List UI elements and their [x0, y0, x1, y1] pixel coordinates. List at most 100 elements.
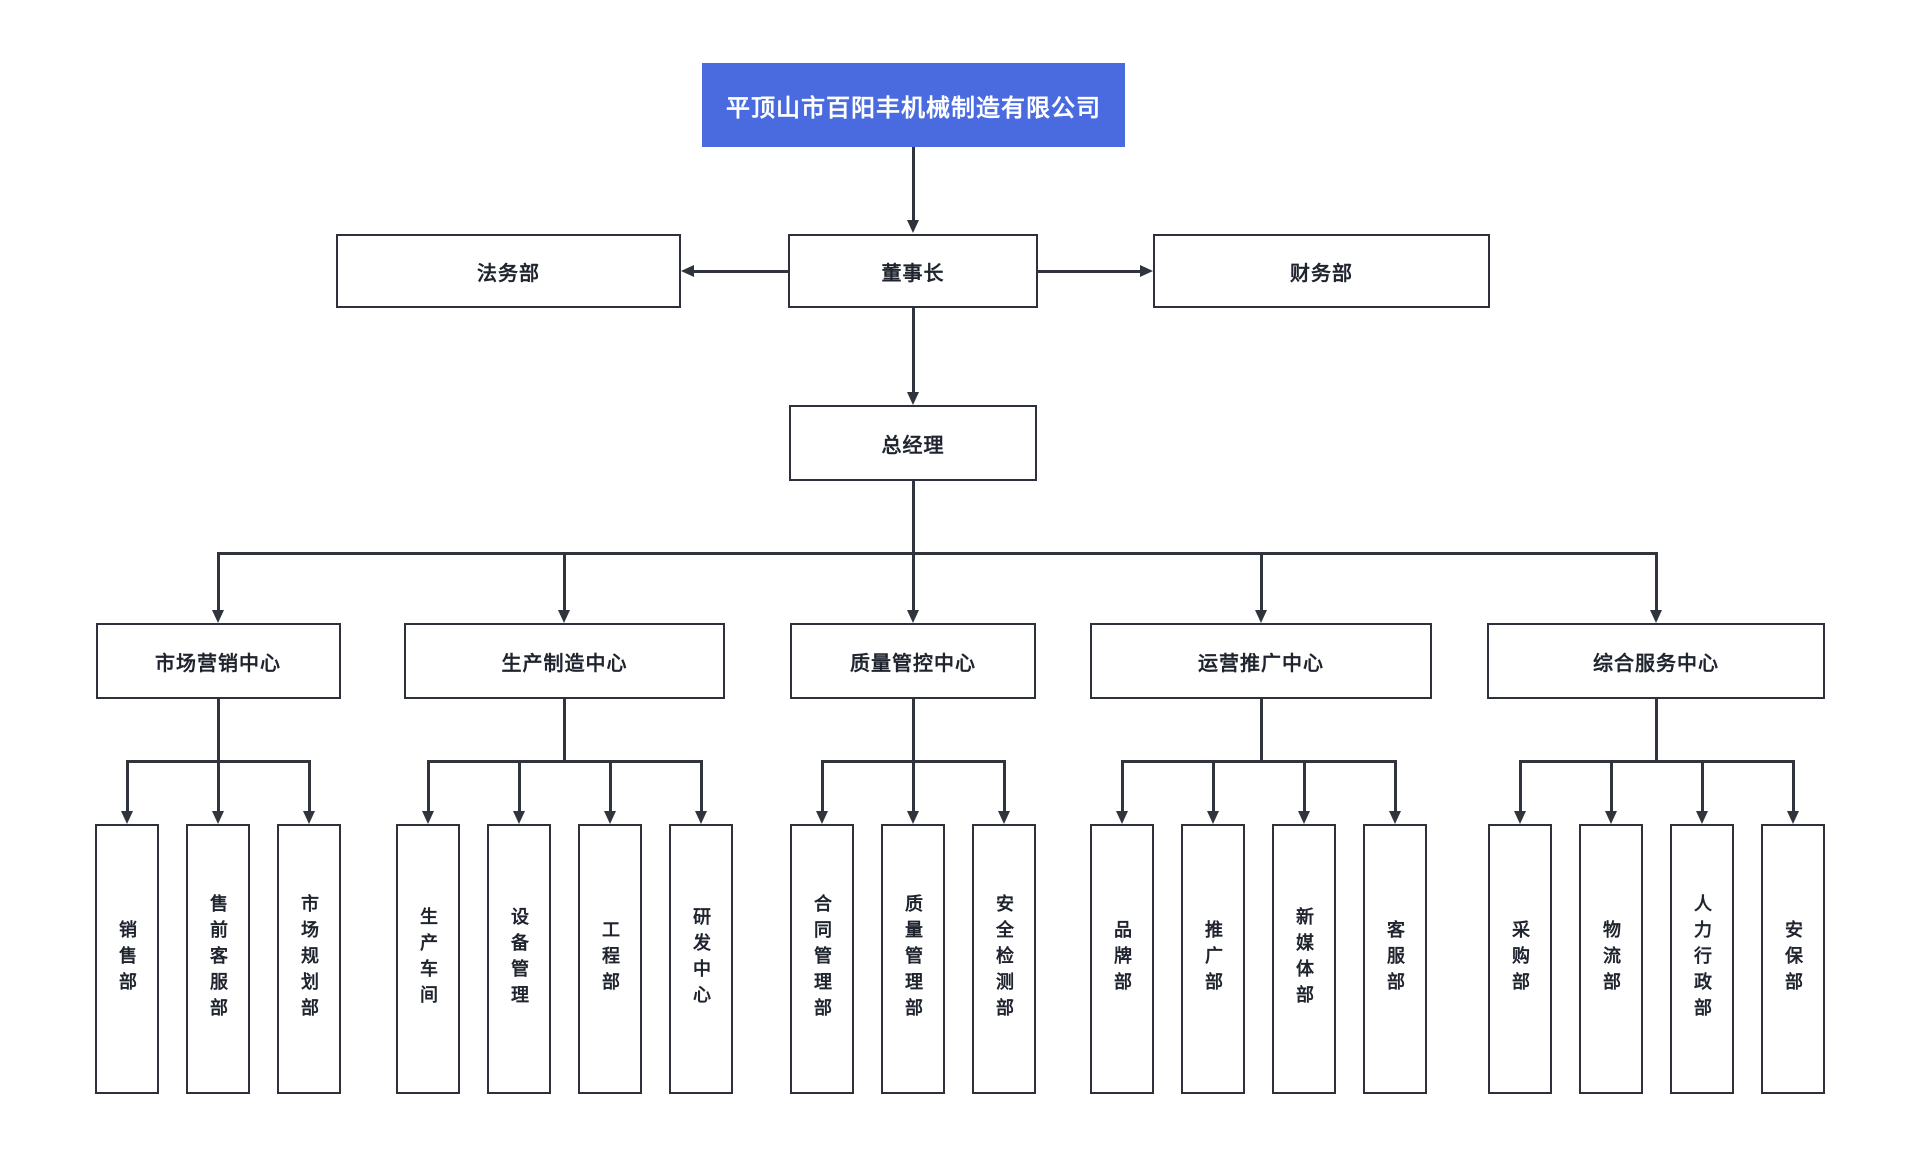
arrowhead-marketing-leaf2 — [211, 811, 224, 824]
arrowhead-quality-leaf2 — [906, 811, 919, 824]
node-equipment-mgmt: 设备管理 — [487, 824, 551, 1094]
node-sales-dept-label: 销售部 — [117, 920, 137, 998]
node-new-media-dept: 新媒体部 — [1272, 824, 1336, 1094]
arrowhead-bus-operations — [1254, 610, 1267, 623]
node-production-workshop: 生产车间 — [396, 824, 460, 1094]
arrowhead-production-leaf2 — [512, 811, 525, 824]
node-security-dept: 安保部 — [1761, 824, 1825, 1094]
connector-services-bus — [1518, 759, 1795, 763]
node-sales-dept: 销售部 — [95, 824, 159, 1094]
node-operations-center: 运营推广中心 — [1090, 623, 1432, 699]
node-legal-dept-label: 法务部 — [477, 262, 540, 285]
node-rnd-center-label: 研发中心 — [691, 907, 711, 1011]
connector-operations-leaf1 — [1120, 761, 1124, 811]
node-safety-inspection-dept: 安全检测部 — [972, 824, 1036, 1094]
connector-marketing-leaf3 — [307, 761, 311, 811]
node-security-dept-label: 安保部 — [1783, 920, 1803, 998]
node-services-center: 综合服务中心 — [1487, 623, 1825, 699]
node-finance-dept-label: 财务部 — [1290, 262, 1353, 285]
connector-quality-leaf1 — [820, 761, 824, 811]
node-company-label: 平顶山市百阳丰机械制造有限公司 — [726, 94, 1101, 122]
connector-production-leaf3 — [608, 761, 612, 811]
connector-company-chairman — [911, 147, 915, 221]
connector-operations-leaf4 — [1393, 761, 1397, 811]
connector-production-leaf1 — [426, 761, 430, 811]
arrowhead-services-leaf4 — [1786, 811, 1799, 824]
node-hr-admin-dept: 人力行政部 — [1670, 824, 1734, 1094]
node-production-center: 生产制造中心 — [404, 623, 725, 699]
node-contract-mgmt-dept-label: 合同管理部 — [812, 894, 832, 1024]
node-customer-service-dept-label: 客服部 — [1385, 920, 1405, 998]
node-general-manager: 总经理 — [789, 405, 1037, 481]
connector-chairman-gm — [911, 308, 915, 392]
node-equipment-mgmt-label: 设备管理 — [509, 907, 529, 1011]
node-engineering-dept-label: 工程部 — [600, 920, 620, 998]
arrowhead-operations-leaf3 — [1297, 811, 1310, 824]
arrowhead-company-chairman — [906, 220, 919, 233]
arrowhead-production-leaf1 — [421, 811, 434, 824]
connector-marketing-leaf2 — [216, 761, 220, 811]
node-chairman: 董事长 — [788, 234, 1038, 308]
connector-bus-operations — [1259, 554, 1263, 610]
node-finance-dept: 财务部 — [1153, 234, 1490, 308]
arrowhead-bus-quality — [906, 610, 919, 623]
node-engineering-dept: 工程部 — [578, 824, 642, 1094]
node-chairman-label: 董事长 — [881, 262, 945, 285]
connector-quality-drop — [911, 699, 915, 761]
connector-operations-leaf3 — [1302, 761, 1306, 811]
node-contract-mgmt-dept: 合同管理部 — [790, 824, 854, 1094]
connector-services-drop — [1654, 699, 1658, 761]
arrowhead-operations-leaf1 — [1115, 811, 1128, 824]
node-quality-mgmt-dept: 质量管理部 — [881, 824, 945, 1094]
arrowhead-production-leaf4 — [694, 811, 707, 824]
arrowhead-marketing-leaf1 — [120, 811, 133, 824]
node-marketing-center-label: 市场营销中心 — [155, 652, 281, 675]
arrowhead-production-leaf3 — [603, 811, 616, 824]
node-promotion-dept-label: 推广部 — [1203, 920, 1223, 998]
arrowhead-chairman-legal — [681, 264, 694, 277]
connector-bus-quality — [911, 554, 915, 610]
connector-operations-drop — [1259, 699, 1263, 761]
node-promotion-dept: 推广部 — [1181, 824, 1245, 1094]
node-logistics-dept-label: 物流部 — [1601, 920, 1621, 998]
node-brand-dept-label: 品牌部 — [1112, 920, 1132, 998]
node-production-workshop-label: 生产车间 — [418, 907, 438, 1011]
arrowhead-services-leaf3 — [1695, 811, 1708, 824]
node-operations-center-label: 运营推广中心 — [1198, 652, 1324, 675]
node-rnd-center: 研发中心 — [669, 824, 733, 1094]
arrowhead-services-leaf1 — [1513, 811, 1526, 824]
connector-main-bus — [216, 552, 1658, 555]
connector-quality-leaf2 — [911, 761, 915, 811]
connector-production-drop — [563, 699, 566, 761]
connector-bus-marketing — [216, 554, 220, 610]
connector-quality-leaf3 — [1002, 761, 1006, 811]
arrowhead-quality-leaf3 — [997, 811, 1010, 824]
connector-operations-bus — [1120, 759, 1397, 763]
node-production-center-label: 生产制造中心 — [501, 652, 628, 675]
node-services-center-label: 综合服务中心 — [1593, 652, 1719, 675]
arrowhead-bus-marketing — [211, 610, 224, 623]
connector-chairman-legal — [694, 269, 788, 273]
arrowhead-operations-leaf4 — [1388, 811, 1401, 824]
node-company: 平顶山市百阳丰机械制造有限公司 — [702, 63, 1125, 147]
node-general-manager-label: 总经理 — [881, 434, 945, 457]
arrowhead-quality-leaf1 — [815, 811, 828, 824]
connector-services-leaf4 — [1791, 761, 1795, 811]
node-safety-inspection-dept-label: 安全检测部 — [994, 894, 1014, 1024]
node-market-planning-dept-label: 市场规划部 — [299, 894, 319, 1024]
node-procurement-dept: 采购部 — [1488, 824, 1552, 1094]
connector-services-leaf2 — [1609, 761, 1613, 811]
node-marketing-center: 市场营销中心 — [95, 623, 341, 699]
arrowhead-chairman-gm — [906, 392, 919, 405]
connector-bus-production — [563, 554, 566, 610]
connector-production-leaf4 — [699, 761, 703, 811]
node-logistics-dept: 物流部 — [1579, 824, 1643, 1094]
node-presales-service-dept-label: 售前客服部 — [208, 894, 228, 1024]
connector-bus-services — [1654, 554, 1658, 610]
connector-gm-bus — [911, 481, 915, 554]
connector-operations-leaf2 — [1211, 761, 1215, 811]
node-market-planning-dept: 市场规划部 — [277, 824, 341, 1094]
arrowhead-operations-leaf2 — [1206, 811, 1219, 824]
node-hr-admin-dept-label: 人力行政部 — [1692, 894, 1712, 1024]
